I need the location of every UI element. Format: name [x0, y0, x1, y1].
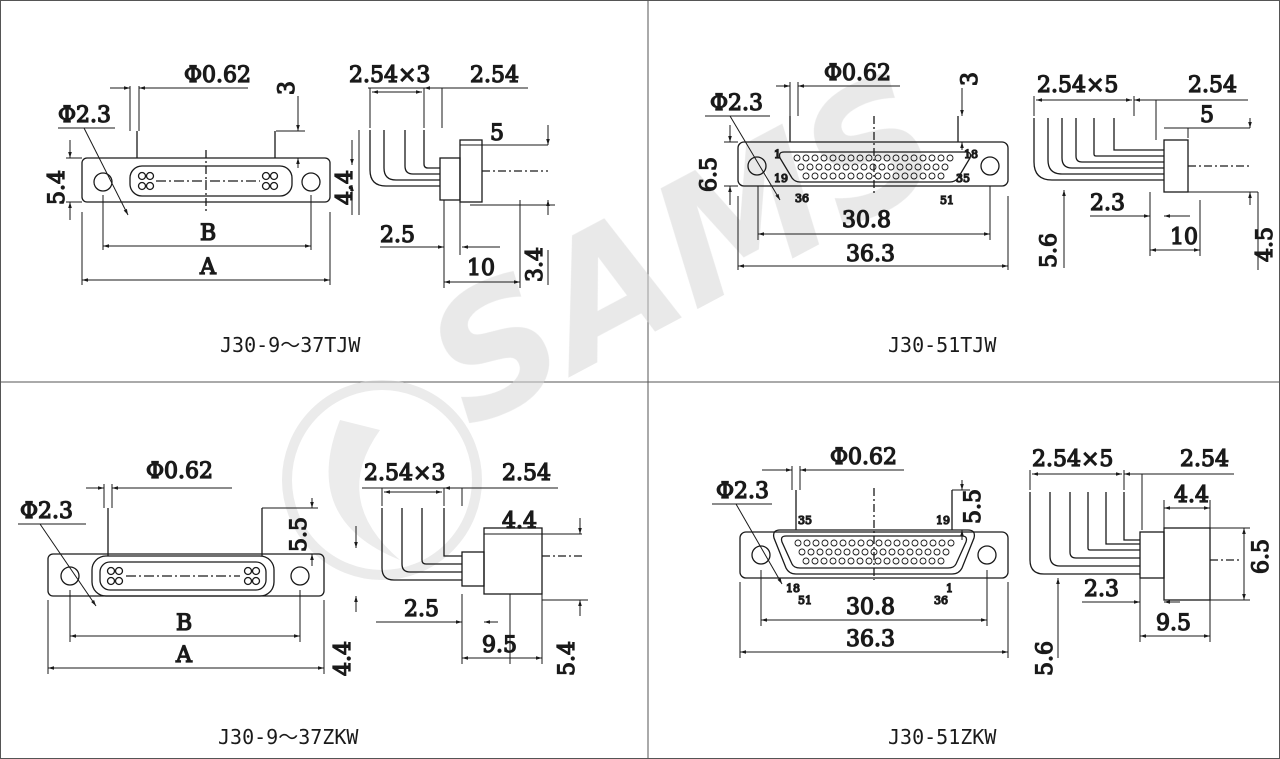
dim-height-mid: 4.4	[331, 641, 356, 676]
dim-pitch: 2.54	[502, 461, 551, 486]
dim-pitch-x5: 2.54×5	[1037, 73, 1118, 98]
front-view	[81, 131, 331, 212]
dim-pitch-x3: 2.54×3	[364, 461, 445, 486]
dim-top: 5.5	[961, 489, 986, 524]
contact-label-35: 35	[956, 172, 970, 185]
dim-outer: 36.3	[846, 627, 895, 652]
dim-pin-dia: Φ0.62	[184, 63, 251, 88]
watermark-logo-ring	[282, 380, 482, 580]
dim-depth: 10	[467, 256, 495, 281]
contact-label-51: 51	[798, 594, 812, 607]
dim-height-mid: 4.4	[333, 170, 358, 205]
watermark: SAMS	[282, 35, 971, 580]
contact-label-18: 18	[786, 582, 800, 595]
caption-j30-9-37tjw: J30-9～37TJW	[220, 333, 361, 357]
contact-label-18: 18	[964, 148, 978, 161]
dim-pin-len: 2.5	[404, 597, 439, 622]
dim-pitch-x5: 2.54×5	[1032, 447, 1113, 472]
caption-j30-9-37zkw: J30-9～37ZKW	[218, 725, 359, 749]
dim-pitch-x3: 2.54×3	[349, 63, 430, 88]
dim-hole-dia: Φ2.3	[716, 479, 769, 504]
dim-body-w: 4.4	[502, 509, 537, 534]
dim-hole-dia: Φ2.3	[58, 103, 111, 128]
dim-height-left: 6.5	[697, 157, 722, 192]
side-view	[1033, 118, 1250, 193]
dim-top: 3	[958, 72, 983, 86]
dim-pin-len: 2.3	[1084, 577, 1119, 602]
contact-label-1: 1	[946, 582, 953, 595]
dim-b: B	[200, 221, 216, 246]
dim-tail: 3.4	[523, 247, 548, 282]
dim-outer: 36.3	[846, 242, 895, 267]
panel-j30-51tjw: Φ0.62 3 2.54×5 2.54 Φ2.3 6.5 5 1 18 19 3…	[696, 60, 1279, 270]
dim-pitch: 2.54	[470, 63, 519, 88]
dim-top: 3	[275, 81, 300, 95]
dimension-lines	[58, 86, 555, 288]
dim-a: A	[175, 643, 193, 668]
dim-depth: 10	[1170, 225, 1198, 250]
dim-pin-len: 2.3	[1090, 191, 1125, 216]
dimension-lines	[18, 484, 588, 674]
front-view	[739, 488, 1009, 580]
dim-height-right: 4.5	[1253, 227, 1278, 262]
dim-step: 5	[490, 121, 504, 146]
contact-array	[793, 154, 954, 180]
dim-pin-dia: Φ0.62	[830, 445, 897, 470]
watermark-logo-swoosh	[328, 420, 400, 560]
dim-hole-dia: Φ2.3	[710, 91, 763, 116]
dim-height-bottom: 5.6	[1033, 641, 1058, 676]
caption-j30-51zkw: J30-51ZKW	[888, 725, 997, 749]
dim-height-right: 6.5	[1249, 539, 1274, 574]
dim-pin-dia: Φ0.62	[146, 459, 213, 484]
front-view	[737, 116, 1009, 196]
dim-step: 5	[1200, 103, 1214, 128]
contact-label-19: 19	[936, 514, 950, 527]
dim-tail: 5.4	[555, 641, 580, 676]
panel-j30-9-37tjw: Φ0.62 2.54×3 2.54 3 Φ2.3 5.4 4.4 5 2.5 1…	[44, 62, 555, 288]
dim-hole-dia: Φ2.3	[20, 499, 73, 524]
dim-height-bottom: 5.6	[1037, 233, 1062, 268]
dim-pitch: 2.54	[1180, 447, 1229, 472]
dimension-lines	[712, 466, 1250, 658]
dimension-lines	[705, 82, 1259, 270]
contact-label-35: 35	[798, 514, 812, 527]
contact-array	[794, 539, 955, 565]
dim-inner: 30.8	[846, 595, 895, 620]
dim-top: 5.5	[287, 517, 312, 552]
dim-a: A	[199, 255, 217, 280]
dim-pitch: 2.54	[1188, 73, 1237, 98]
dim-pin-len: 2.5	[380, 223, 415, 248]
side-view	[369, 130, 548, 203]
contact-label-1: 1	[774, 148, 781, 161]
dim-inner: 30.8	[842, 208, 891, 233]
dim-pin-dia: Φ0.62	[824, 61, 891, 86]
side-view	[381, 508, 582, 595]
contact-label-19: 19	[774, 172, 788, 185]
dim-depth: 9.5	[482, 633, 517, 658]
panel-j30-51zkw: Φ0.62 5.5 2.54×5 2.54 Φ2.3 4.4 6.5 35 19…	[712, 444, 1275, 677]
side-view	[1029, 492, 1240, 601]
front-view	[47, 508, 325, 597]
contact-label-36: 36	[795, 192, 809, 205]
contact-label-36: 36	[934, 594, 948, 607]
contact-label-51: 51	[940, 194, 954, 207]
dim-height-left: 5.4	[45, 170, 70, 205]
dim-b: B	[176, 611, 192, 636]
dim-body-w: 4.4	[1174, 483, 1209, 508]
panel-j30-9-37zkw: Φ0.62 2.54×3 2.54 5.5 Φ2.3 4.4 2.5 9.5 5…	[18, 458, 588, 677]
caption-j30-51tjw: J30-51TJW	[888, 333, 997, 357]
dim-depth: 9.5	[1156, 611, 1191, 636]
